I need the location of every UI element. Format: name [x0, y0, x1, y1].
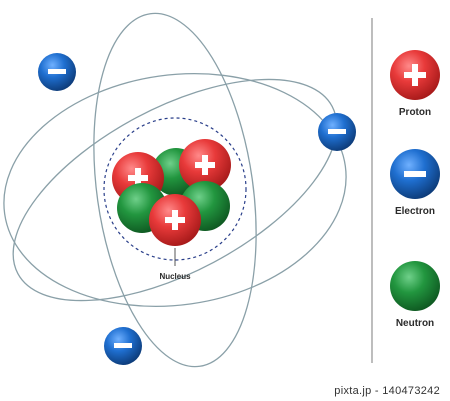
- nucleus-boundary: [103, 117, 247, 261]
- watermark-bar: pixta.jp - 140473242: [0, 382, 450, 401]
- proton-icon: [390, 50, 440, 100]
- orbit-diagonal: [12, 78, 338, 302]
- electron-top-left: [38, 53, 76, 91]
- nucleus-proton-right: [179, 139, 231, 191]
- watermark-brand: pixta.jp: [334, 385, 372, 397]
- legend-neutron: Neutron: [390, 261, 440, 329]
- electron-right: [318, 113, 356, 151]
- nucleus-label: Nucleus: [159, 272, 191, 281]
- electron-icon: [390, 149, 440, 199]
- legend-neutron-label: Neutron: [396, 318, 434, 329]
- watermark-separator: -: [371, 385, 383, 397]
- watermark-text: pixta.jp - 140473242: [334, 385, 440, 397]
- legend-proton-label: Proton: [399, 107, 431, 118]
- electron-orbits: [3, 12, 347, 368]
- watermark-id: 140473242: [382, 385, 440, 397]
- neutron-icon: [390, 261, 440, 311]
- nucleus: [112, 139, 231, 246]
- orbit-vertical: [93, 12, 257, 368]
- electron-bottom: [104, 327, 142, 365]
- nucleus-proton-bottom: [149, 194, 201, 246]
- legend-electron-label: Electron: [395, 206, 435, 217]
- legend-electron: Electron: [390, 149, 440, 217]
- legend-proton: Proton: [390, 50, 440, 118]
- orbit-horizontal: [3, 72, 347, 308]
